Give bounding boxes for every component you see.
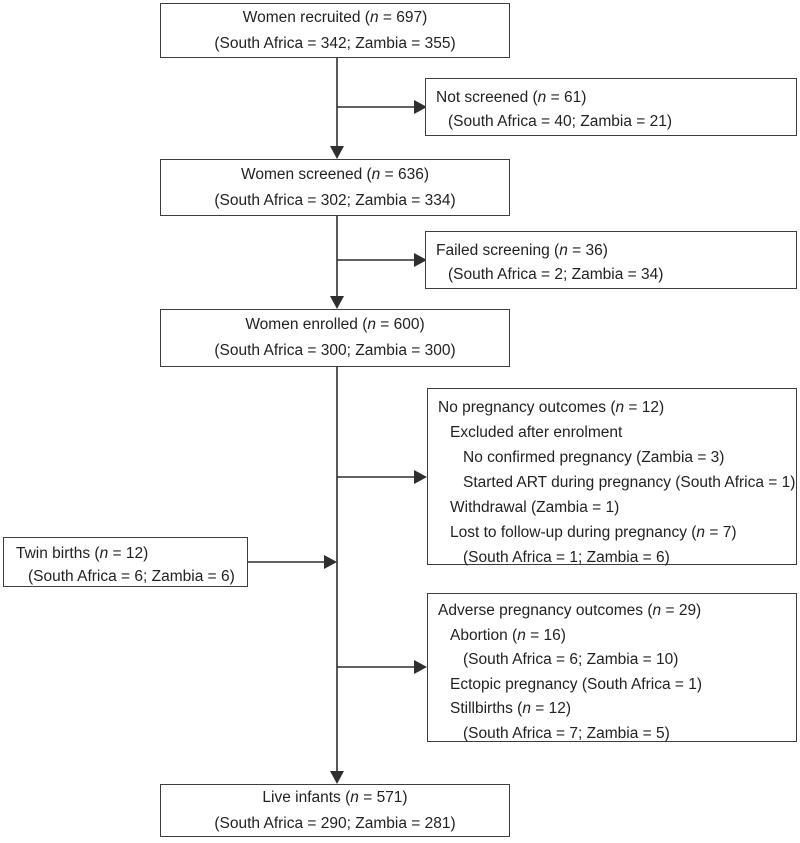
- box-not-screened: Not screened (n = 61) (South Africa = 40…: [425, 78, 797, 136]
- box-no-pregnancy-line-7: (South Africa = 1; Zambia = 6): [463, 549, 670, 566]
- box-failed-screening-line-1: Failed screening (n = 36): [436, 242, 608, 259]
- box-no-pregnancy-outcomes: No pregnancy outcomes (n = 12) Excluded …: [427, 388, 797, 566]
- box-twin-births-line-1: Twin births (n = 12): [16, 545, 149, 562]
- box-no-pregnancy-line-5: Withdrawal (Zambia = 1): [450, 499, 620, 516]
- arrow-recruited-to-screened: [330, 58, 344, 159]
- box-women-screened-line-2: (South Africa = 302; Zambia = 334): [214, 191, 456, 209]
- arrow-to-not-screened: [337, 100, 427, 114]
- box-adverse-line-6: (South Africa = 7; Zambia = 5): [463, 724, 670, 742]
- box-women-enrolled-line-1: Women enrolled (n = 600): [245, 316, 425, 333]
- box-adverse-line-3: (South Africa = 6; Zambia = 10): [463, 651, 679, 668]
- box-live-infants-line-1: Live infants (n = 571): [262, 788, 408, 806]
- box-no-pregnancy-line-1: No pregnancy outcomes (n = 12): [438, 399, 665, 416]
- box-twin-births: Twin births (n = 12) (South Africa = 6; …: [3, 537, 248, 587]
- box-adverse-line-2: Abortion (n = 16): [450, 626, 566, 644]
- box-no-pregnancy-line-6: Lost to follow-up during pregnancy (n = …: [450, 524, 737, 541]
- box-not-screened-line-1: Not screened (n = 61): [436, 89, 587, 106]
- box-adverse-line-4: Ectopic pregnancy (South Africa = 1): [450, 675, 703, 693]
- arrow-screened-to-enrolled: [330, 216, 344, 309]
- box-failed-screening-line-2: (South Africa = 2; Zambia = 34): [448, 266, 664, 283]
- arrow-to-adverse-outcomes: [337, 660, 427, 674]
- box-no-pregnancy-line-3: No confirmed pregnancy (Zambia = 3): [463, 449, 725, 466]
- box-no-pregnancy-line-2: Excluded after enrolment: [450, 424, 623, 441]
- box-adverse-line-1: Adverse pregnancy outcomes (n = 29): [438, 602, 702, 619]
- arrow-enrolled-to-live-infants: [330, 367, 344, 784]
- arrow-to-failed-screening: [337, 253, 427, 267]
- box-women-recruited: Women recruited (n = 697) (South Africa …: [160, 3, 510, 58]
- box-women-recruited-line-2: (South Africa = 342; Zambia = 355): [214, 34, 456, 52]
- box-women-enrolled: Women enrolled (n = 600) (South Africa =…: [160, 309, 510, 367]
- box-failed-screening: Failed screening (n = 36) (South Africa …: [425, 231, 797, 289]
- arrow-to-no-pregnancy-outcomes: [337, 470, 427, 484]
- box-adverse-outcomes: Adverse pregnancy outcomes (n = 29) Abor…: [427, 593, 797, 742]
- box-women-screened-line-1: Women screened (n = 636): [241, 165, 429, 183]
- box-twin-births-line-2: (South Africa = 6; Zambia = 6): [28, 568, 235, 585]
- box-women-enrolled-line-2: (South Africa = 300; Zambia = 300): [214, 342, 456, 359]
- box-live-infants-line-2: (South Africa = 290; Zambia = 281): [214, 814, 456, 832]
- arrow-twin-births-to-stem: [248, 555, 337, 569]
- box-women-recruited-line-1: Women recruited (n = 697): [242, 8, 428, 26]
- box-not-screened-line-2: (South Africa = 40; Zambia = 21): [448, 113, 673, 130]
- box-live-infants: Live infants (n = 571) (South Africa = 2…: [160, 784, 510, 837]
- box-women-screened: Women screened (n = 636) (South Africa =…: [160, 159, 510, 216]
- box-adverse-line-5: Stillbirths (n = 12): [450, 700, 572, 717]
- box-no-pregnancy-line-4: Started ART during pregnancy (South Afri…: [463, 474, 796, 491]
